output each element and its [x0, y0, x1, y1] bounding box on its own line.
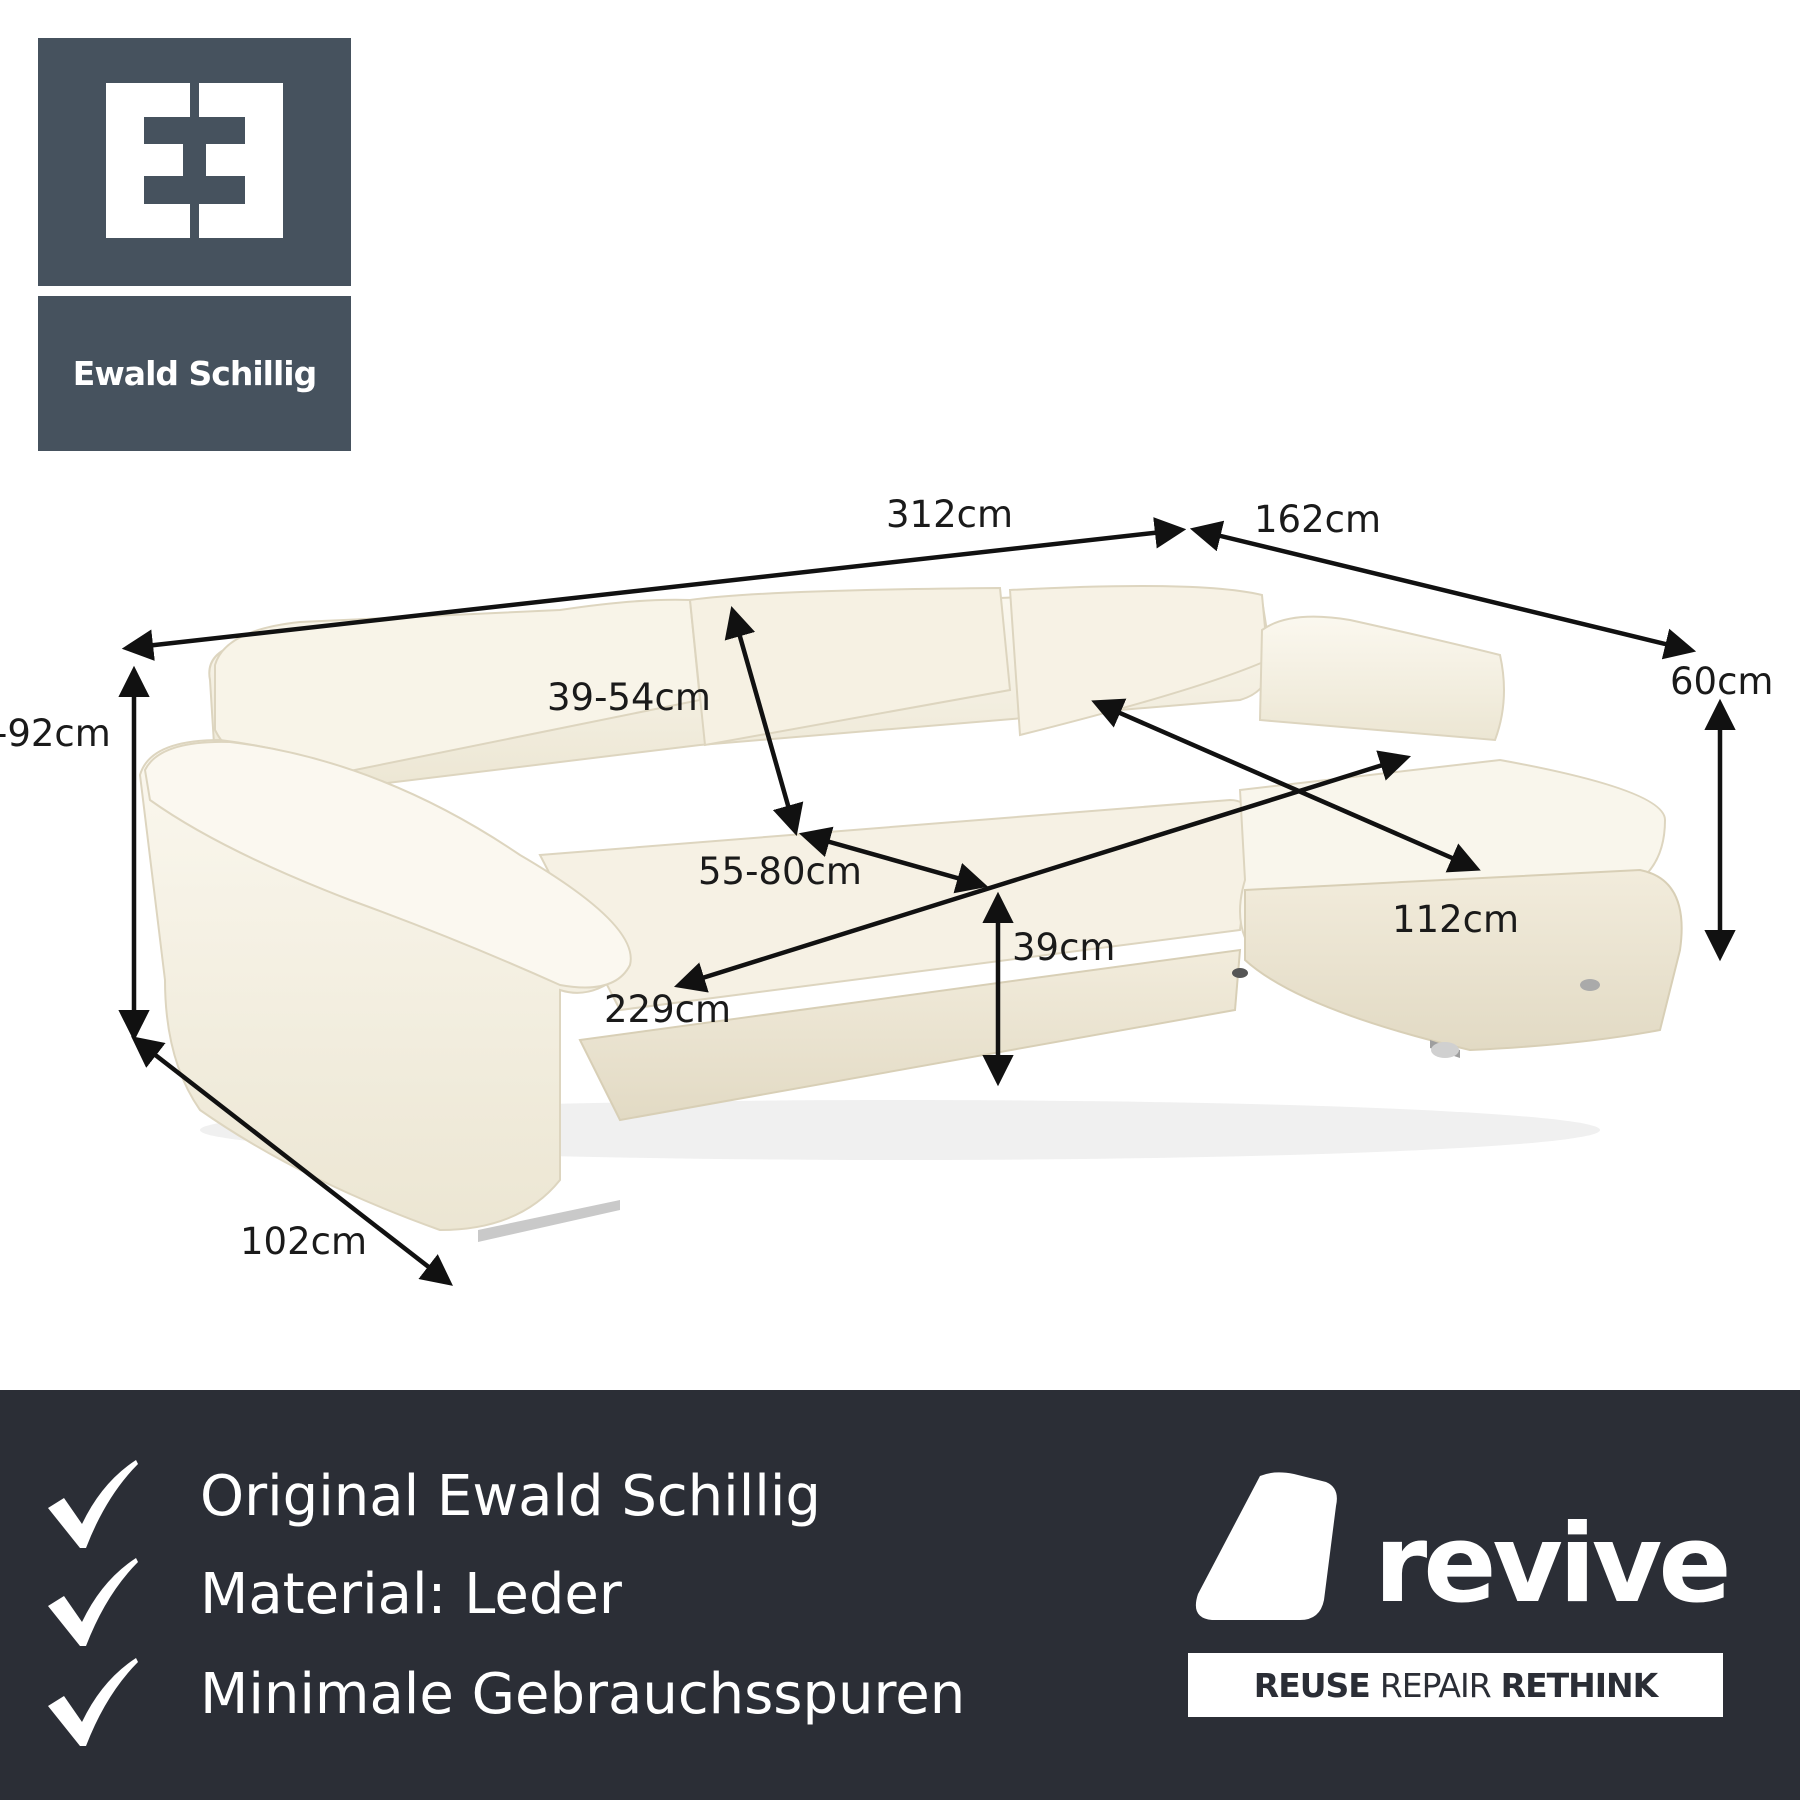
dim-seat-width: 229cm: [604, 988, 732, 1031]
checkmark-icon: [48, 1558, 138, 1646]
tagline-repair: REPAIR: [1379, 1665, 1492, 1705]
tagline-rethink: RETHINK: [1500, 1665, 1659, 1705]
dim-seat-depth: 55-80cm: [698, 850, 862, 893]
dim-chaise-height: 60cm: [1670, 660, 1774, 703]
arrow-total-width: [121, 517, 1187, 661]
brand-name: Ewald Schillig: [72, 354, 317, 393]
dim-total-width: 312cm: [886, 493, 1014, 536]
dim-back-height: -92cm: [0, 712, 111, 755]
dim-chaise-length: 162cm: [1254, 498, 1382, 541]
footer-banner: Original Ewald Schillig Material: Leder …: [0, 1390, 1800, 1800]
revive-tagline: REUSE REPAIR RETHINK: [1188, 1653, 1723, 1717]
feature-text: Minimale Gebrauchsspuren: [200, 1662, 966, 1727]
checkmark-icon: [48, 1658, 138, 1746]
brand-logo-nameplate: Ewald Schillig: [38, 296, 351, 451]
revive-logo-icon: [1195, 1472, 1337, 1620]
dim-seat-height: 39cm: [1012, 926, 1116, 969]
revive-wordmark: revive: [1374, 1502, 1732, 1627]
dim-headrest-adjust: 39-54cm: [547, 676, 711, 719]
brand-logo-monogram: [38, 38, 351, 286]
feature-item: Minimale Gebrauchsspuren: [40, 1650, 1040, 1750]
feature-text: Material: Leder: [200, 1562, 622, 1627]
feature-item: Original Ewald Schillig: [40, 1452, 1040, 1552]
arrow-side-depth: [131, 1036, 453, 1286]
tagline-reuse: REUSE: [1253, 1665, 1371, 1705]
feature-text: Original Ewald Schillig: [200, 1464, 821, 1529]
ee-monogram-icon: [106, 83, 283, 238]
sofa-dimensions-illustration: [118, 517, 1736, 1286]
dim-chaise-depth: 112cm: [1392, 898, 1520, 941]
checkmark-icon: [48, 1460, 138, 1548]
arrow-chaise-length: [1189, 520, 1697, 660]
dim-side-depth: 102cm: [240, 1220, 368, 1263]
feature-item: Material: Leder: [40, 1550, 1040, 1650]
arrow-seat-width: [673, 750, 1412, 993]
